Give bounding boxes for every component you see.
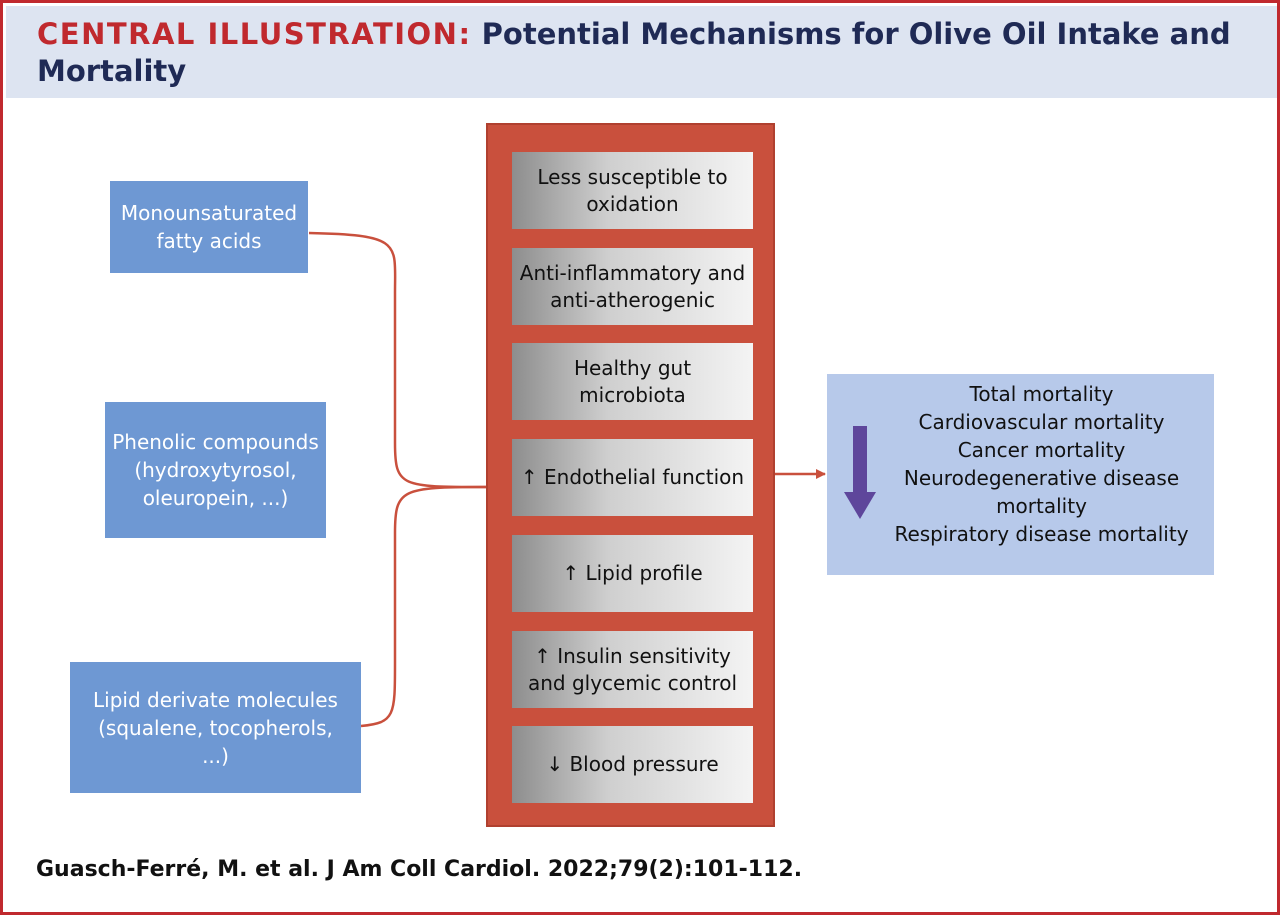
component-box-monounsaturated: Monounsaturated fatty acids: [110, 181, 308, 273]
connector-lines: [308, 231, 826, 728]
mechanism-label: ↑ Insulin sensitivity and glycemic contr…: [527, 643, 738, 695]
outcome-item: Total mortality: [969, 382, 1114, 406]
bracket-line: [308, 231, 487, 489]
title-lead: CENTRAL ILLUSTRATION:: [37, 17, 472, 51]
mechanism-box: Less susceptible to oxidation: [512, 152, 753, 229]
outcome-item: Respiratory disease mortality: [894, 522, 1189, 546]
title-text: Potential Mechanisms for Olive Oil Intak…: [37, 17, 1231, 88]
mechanism-label: ↑ Endothelial function: [520, 465, 745, 489]
component-box-lipid-derivates: Lipid derivate molecules (squalene, toco…: [70, 662, 361, 793]
header-banner: CENTRAL ILLUSTRATION: Potential Mechanis…: [6, 6, 1277, 98]
outcomes-list: Total mortality Cardiovascular mortality…: [879, 380, 1204, 548]
mechanism-label: ↓ Blood pressure: [546, 752, 719, 776]
bracket-line: [360, 485, 487, 728]
outcome-item: Neurodegenerative disease mortality: [903, 466, 1180, 518]
mechanism-box: ↑ Insulin sensitivity and glycemic contr…: [512, 631, 753, 708]
component-label: Monounsaturated fatty acids: [120, 201, 298, 253]
component-box-phenolic: Phenolic compounds (hydroxytyrosol, oleu…: [105, 402, 326, 538]
mechanism-box: ↑ Endothelial function: [512, 439, 753, 516]
component-label: Phenolic compounds (hydroxytyrosol, oleu…: [112, 430, 319, 510]
mechanism-box: Anti-inflammatory and anti-atherogenic: [512, 248, 753, 325]
outcome-item: Cardiovascular mortality: [918, 410, 1165, 434]
mechanism-label: Anti-inflammatory and anti-atherogenic: [519, 260, 746, 312]
mechanism-label: Less susceptible to oxidation: [537, 164, 728, 216]
mechanism-label: Healthy gut microbiota: [573, 355, 692, 407]
citation: Guasch-Ferré, M. et al. J Am Coll Cardio…: [36, 857, 803, 882]
page-title: CENTRAL ILLUSTRATION: Potential Mechanis…: [37, 16, 1257, 90]
mechanism-label: ↑ Lipid profile: [562, 561, 703, 585]
component-label: Lipid derivate molecules (squalene, toco…: [93, 687, 338, 768]
outcomes-box: Total mortality Cardiovascular mortality…: [827, 374, 1214, 575]
mechanism-box: ↑ Lipid profile: [512, 535, 753, 612]
mechanism-box: Healthy gut microbiota: [512, 343, 753, 420]
mechanisms-column: Less susceptible to oxidation Anti-infla…: [486, 123, 775, 827]
outcome-item: Cancer mortality: [957, 438, 1126, 462]
down-arrow-icon: [844, 426, 876, 519]
mechanism-box: ↓ Blood pressure: [512, 726, 753, 803]
